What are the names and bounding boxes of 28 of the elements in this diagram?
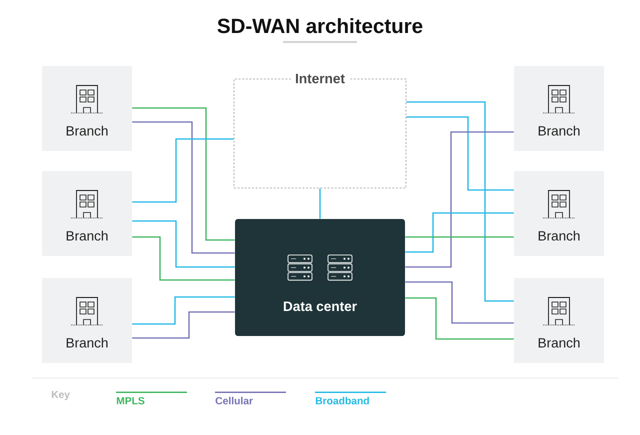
connector-line xyxy=(405,131,514,268)
branch-box: Branch xyxy=(514,171,604,256)
connector-line xyxy=(405,281,514,324)
connector-line xyxy=(319,188,321,219)
connector-line xyxy=(132,107,235,241)
data-center-box: Data center xyxy=(235,219,405,336)
connector-line xyxy=(132,121,235,254)
legend-heading: Key xyxy=(52,390,70,400)
box-heading: Internet xyxy=(291,72,349,84)
branch-box: Branch xyxy=(42,66,132,151)
connector-line xyxy=(132,296,235,325)
connector-line xyxy=(405,297,514,340)
legend-label: Cellular xyxy=(216,396,253,404)
branch-box: Branch xyxy=(42,278,132,363)
connector-line xyxy=(132,138,234,203)
branch-box: Branch xyxy=(514,278,604,363)
legend-label: MPLS xyxy=(116,397,144,404)
connector-line xyxy=(406,116,514,191)
connector-line xyxy=(132,220,235,268)
connector-line xyxy=(405,236,514,238)
legend-label: Broadband xyxy=(316,396,369,404)
connector-line xyxy=(132,311,235,339)
connector-line xyxy=(132,236,235,281)
title: SD-WAN architecture xyxy=(218,18,422,34)
branch-box: Branch xyxy=(42,171,132,256)
connector-line xyxy=(406,101,514,302)
branch-box: Branch xyxy=(514,66,604,151)
connector-line xyxy=(405,212,514,253)
